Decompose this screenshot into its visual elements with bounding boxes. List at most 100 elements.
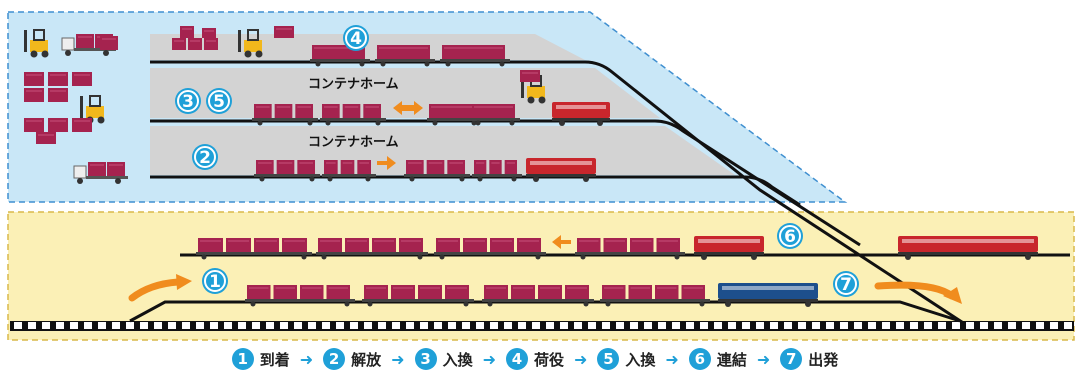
container bbox=[48, 88, 68, 102]
container bbox=[463, 238, 487, 252]
flat-wagon bbox=[470, 118, 520, 121]
flat-wagon bbox=[245, 299, 355, 302]
wheel bbox=[424, 61, 430, 67]
truck-trailer bbox=[74, 48, 116, 51]
wheel bbox=[301, 254, 307, 260]
wheel bbox=[409, 176, 415, 182]
container bbox=[538, 285, 562, 299]
track-4 bbox=[150, 60, 969, 328]
wheel bbox=[365, 176, 371, 182]
container bbox=[489, 160, 502, 174]
flat-wagon bbox=[600, 299, 710, 302]
container bbox=[180, 26, 194, 38]
wheel bbox=[359, 61, 365, 67]
container bbox=[399, 238, 423, 252]
marker-6: 6 bbox=[777, 223, 803, 249]
container bbox=[72, 72, 92, 86]
legend-step-label: 連結 bbox=[716, 350, 747, 369]
container bbox=[326, 285, 350, 299]
wheel bbox=[367, 301, 373, 307]
wheel bbox=[583, 176, 589, 182]
flat-wagon bbox=[440, 59, 510, 62]
container bbox=[24, 118, 44, 132]
arrow-right-icon: ➜ bbox=[482, 349, 496, 369]
wheel bbox=[597, 120, 603, 126]
platform-label-upper: コンテナホーム bbox=[308, 77, 399, 92]
arrival-departure-area bbox=[7, 211, 1075, 341]
wheel bbox=[701, 254, 707, 260]
forklift bbox=[86, 106, 104, 118]
wheel bbox=[475, 120, 481, 126]
track-2 bbox=[150, 175, 801, 207]
forklift-cab bbox=[33, 29, 45, 41]
container bbox=[36, 132, 56, 144]
svg-text:6: 6 bbox=[784, 227, 796, 247]
marker-3: 3 bbox=[175, 88, 201, 114]
container bbox=[436, 238, 460, 252]
red-diesel-locomotive-windows bbox=[556, 105, 606, 109]
marker-7: 7 bbox=[833, 271, 859, 297]
wheel bbox=[321, 254, 327, 260]
arrival-arrow-head bbox=[176, 274, 192, 290]
container bbox=[429, 104, 477, 118]
flat-wagon bbox=[375, 59, 435, 62]
red-diesel-locomotive bbox=[552, 102, 610, 118]
track-3-5 bbox=[150, 119, 861, 247]
wheel bbox=[580, 254, 586, 260]
wheel bbox=[559, 120, 565, 126]
legend-step-number: 7 bbox=[780, 348, 803, 370]
container bbox=[202, 28, 216, 38]
arrival-arrow bbox=[128, 278, 182, 302]
svg-text:2: 2 bbox=[199, 148, 211, 168]
container bbox=[48, 118, 68, 132]
flat-wagon bbox=[362, 299, 474, 302]
forklift-cab bbox=[89, 95, 101, 107]
wheel bbox=[674, 254, 680, 260]
truck-trailer bbox=[86, 176, 128, 179]
svg-text:3: 3 bbox=[182, 92, 194, 112]
forklift-mast bbox=[521, 76, 524, 98]
container bbox=[24, 88, 44, 102]
marker-5: 5 bbox=[206, 88, 232, 114]
container bbox=[474, 160, 487, 174]
container bbox=[442, 45, 505, 59]
wheel bbox=[259, 176, 265, 182]
container bbox=[577, 238, 601, 252]
flat-wagon bbox=[254, 174, 320, 177]
forklift-mast bbox=[24, 30, 27, 52]
red-diesel-locomotive-base bbox=[552, 118, 610, 121]
arrow-right-icon: ➜ bbox=[391, 349, 405, 369]
container bbox=[88, 162, 106, 176]
legend-step-number: 1 bbox=[231, 348, 254, 370]
upper-tracks bbox=[150, 60, 969, 328]
arrow-right-icon: ➜ bbox=[665, 349, 679, 369]
container bbox=[226, 238, 251, 252]
container bbox=[504, 160, 517, 174]
legend-step-label: 解放 bbox=[351, 350, 382, 369]
container bbox=[297, 160, 315, 174]
flat-wagon bbox=[404, 174, 470, 177]
container bbox=[406, 160, 424, 174]
container bbox=[300, 285, 324, 299]
wheel bbox=[257, 120, 263, 126]
main-line-track bbox=[10, 321, 1074, 331]
container bbox=[318, 238, 342, 252]
wheel bbox=[380, 61, 386, 67]
forklift bbox=[30, 40, 48, 52]
red-electric-locomotive-windows bbox=[902, 239, 1034, 243]
wheel bbox=[375, 120, 381, 126]
arrow-right-icon: ➜ bbox=[574, 349, 588, 369]
legend-step-label: 入換 bbox=[625, 350, 656, 369]
wheel bbox=[97, 116, 105, 124]
wheel bbox=[201, 254, 207, 260]
right-arrow-track-2 bbox=[377, 156, 396, 170]
wheel bbox=[477, 176, 483, 182]
container bbox=[364, 285, 388, 299]
wheel bbox=[30, 50, 38, 58]
container bbox=[520, 70, 540, 82]
